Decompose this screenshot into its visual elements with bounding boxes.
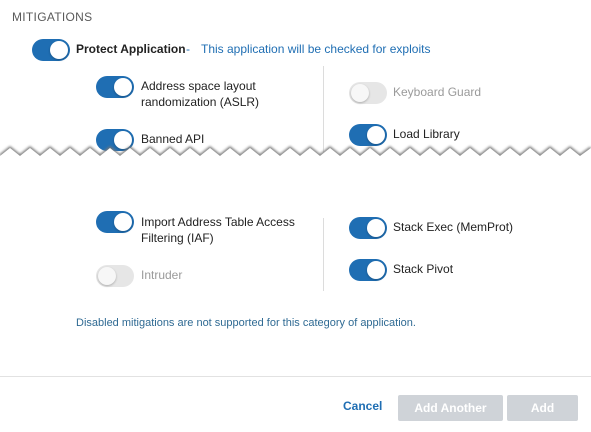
aslr-label: Address space layout randomization (ASLR…	[141, 78, 259, 110]
protect-application-label: Protect Application	[76, 42, 186, 56]
stack-exec-toggle[interactable]	[349, 217, 387, 239]
load-library-label: Load Library	[393, 127, 460, 141]
keyboard-guard-toggle[interactable]	[349, 82, 387, 104]
aslr-label-line1: Address space layout	[141, 79, 256, 93]
disabled-mitigations-note: Disabled mitigations are not supported f…	[76, 317, 416, 329]
toggle-knob	[351, 84, 369, 102]
stack-pivot-label: Stack Pivot	[393, 262, 454, 276]
iaf-label-line1: Import Address Table Access	[141, 215, 295, 229]
protect-application-description: This application will be checked for exp…	[201, 42, 431, 56]
iaf-label-line2: Filtering (IAF)	[141, 231, 214, 245]
iaf-toggle[interactable]	[96, 211, 134, 233]
toggle-knob	[50, 41, 68, 59]
section-title: MITIGATIONS	[12, 10, 93, 24]
banned-api-toggle[interactable]	[96, 129, 134, 151]
add-button[interactable]: Add	[507, 395, 578, 421]
stack-pivot-toggle[interactable]	[349, 259, 387, 281]
load-library-toggle[interactable]	[349, 124, 387, 146]
toggle-knob	[367, 219, 385, 237]
stack-exec-label: Stack Exec (MemProt)	[393, 220, 514, 234]
toggle-knob	[114, 78, 132, 96]
iaf-label: Import Address Table Access Filtering (I…	[141, 214, 295, 246]
column-divider-bottom	[323, 218, 324, 291]
toggle-knob	[367, 126, 385, 144]
toggle-knob	[98, 267, 116, 285]
column-divider-top	[323, 66, 324, 156]
footer-divider	[0, 376, 591, 377]
toggle-knob	[367, 261, 385, 279]
add-another-button[interactable]: Add Another	[398, 395, 503, 421]
protect-application-separator: -	[186, 42, 190, 56]
toggle-knob	[114, 131, 132, 149]
cancel-button[interactable]: Cancel	[343, 399, 383, 413]
intruder-label: Intruder	[141, 268, 183, 282]
intruder-toggle[interactable]	[96, 265, 134, 287]
protect-application-toggle[interactable]	[32, 39, 70, 61]
torn-edge	[0, 146, 591, 164]
banned-api-label: Banned API	[141, 132, 205, 146]
toggle-knob	[114, 213, 132, 231]
keyboard-guard-label: Keyboard Guard	[393, 85, 482, 99]
aslr-label-line2: randomization (ASLR)	[141, 95, 260, 109]
aslr-toggle[interactable]	[96, 76, 134, 98]
